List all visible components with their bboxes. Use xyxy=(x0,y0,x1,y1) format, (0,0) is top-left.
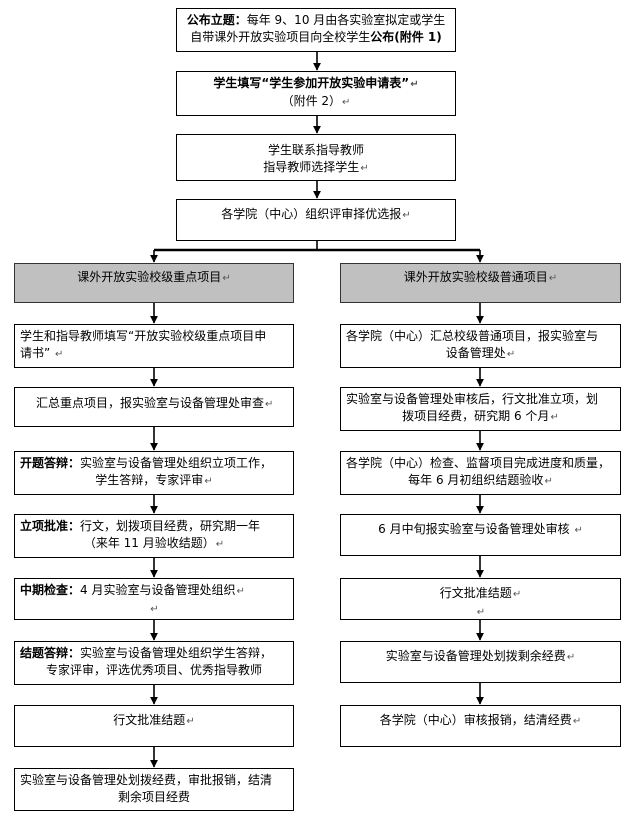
announce-text-2b: 公布(附件 1) xyxy=(370,30,442,44)
announce-text-1: 每年 9、10 月由各实验室拟定或学生 xyxy=(246,13,446,27)
left-step-6: 结题答辩：实验室与设备管理处组织学生答辩， 专家评审，评选优秀项目、优秀指导教师 xyxy=(14,641,294,685)
contact-line-1: 学生联系指导教师 xyxy=(267,143,364,157)
right-step-3: 各学院（中心）检查、监督项目完成进度和质量， 每年 6 月初组织结题验收↵ xyxy=(340,451,621,495)
apply-line-1: 学生填写“学生参加开放实验申请表” xyxy=(213,76,410,90)
right-step-5: 行文批准结题↵ ↵ xyxy=(340,578,621,620)
left-step-2: 汇总重点项目，报实验室与设备管理处审查↵ xyxy=(14,387,294,427)
left-step-7: 行文批准结题↵ xyxy=(14,705,294,747)
contact-line-2: 指导教师选择学生 xyxy=(263,160,360,174)
announce-box: 公布立题：每年 9、10 月由各实验室拟定或学生 自带课外开放实验项目向全校学生… xyxy=(176,8,456,52)
contact-box: 学生联系指导教师 指导教师选择学生↵ xyxy=(176,134,456,181)
right-step-7: 各学院（中心）审核报销，结清经费↵ xyxy=(340,705,621,747)
right-step-6: 实验室与设备管理处划拨剩余经费↵ xyxy=(340,641,621,683)
left-step-1: 学生和指导教师填写“开放实验校级重点项目申 请书” ↵ xyxy=(14,324,294,368)
left-step-5: 中期检查：4 月实验室与设备管理处组织↵ ↵ xyxy=(14,578,294,620)
left-step-3: 开题答辩：实验室与设备管理处组织立项工作， 学生答辩，专家评审↵ xyxy=(14,451,294,495)
left-step-8: 实验室与设备管理处划拨经费，审批报销，结清 剩余项目经费 xyxy=(14,768,294,811)
announce-text-2a: 自带课外开放实验项目向全校学生 xyxy=(190,30,371,44)
right-step-4: 6 月中旬报实验室与设备管理处审核 ↵ xyxy=(340,514,621,556)
left-step-4: 立项批准：行文，划拨项目经费，研究期一年 （来年 11 月验收结题）↵ xyxy=(14,514,294,558)
apply-line-2: （附件 2） xyxy=(281,94,342,108)
college-review-text: 各学院（中心）组织评审择优选报 xyxy=(221,207,402,221)
right-step-1: 各学院（中心）汇总校级普通项目，报实验室与 设备管理处↵ xyxy=(340,324,621,368)
left-column-header: 课外开放实验校级重点项目↵ xyxy=(14,263,294,303)
college-review-box: 各学院（中心）组织评审择优选报↵ xyxy=(176,199,456,241)
apply-box: 学生填写“学生参加开放实验申请表”↵ （附件 2）↵ xyxy=(176,71,456,116)
right-column-header: 课外开放实验校级普通项目↵ xyxy=(340,263,621,303)
right-step-2: 实验室与设备管理处审核后，行文批准立项，划 拨项目经费，研究期 6 个月↵ xyxy=(340,387,621,431)
announce-lead: 公布立题： xyxy=(186,13,247,27)
